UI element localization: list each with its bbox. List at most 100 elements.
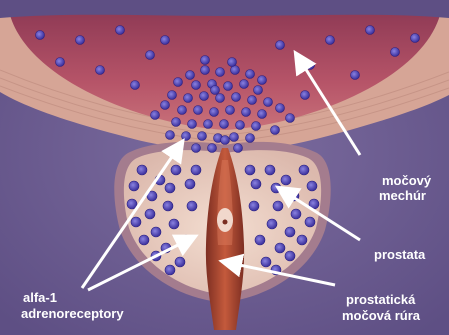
receptor-dot <box>245 165 255 175</box>
receptor-dot <box>351 71 360 80</box>
receptor-dot <box>252 122 261 131</box>
receptor-dot <box>187 201 197 211</box>
receptor-dot <box>200 92 209 101</box>
receptor-dot <box>165 265 175 275</box>
receptor-dot <box>204 120 213 129</box>
receptor-dot <box>285 227 295 237</box>
receptor-dot <box>146 51 155 60</box>
receptor-dot <box>192 144 201 153</box>
receptor-dot <box>172 118 181 127</box>
receptor-dot <box>208 144 217 153</box>
receptor-dot <box>264 98 273 107</box>
receptor-dot <box>234 144 243 153</box>
receptor-dot <box>201 66 210 75</box>
receptor-dot <box>246 70 255 79</box>
receptor-dot <box>255 235 265 245</box>
receptor-dot <box>191 165 201 175</box>
receptor-dot <box>276 41 285 50</box>
receptor-dot <box>96 66 105 75</box>
label-urethra-line1: prostatická <box>346 292 416 307</box>
receptor-dot <box>276 104 285 113</box>
receptor-dot <box>258 110 267 119</box>
receptor-dot <box>258 76 267 85</box>
receptor-dot <box>271 183 281 193</box>
receptor-dot <box>291 209 301 219</box>
receptor-dot <box>188 120 197 129</box>
label-bladder-line2: mechúr <box>379 188 426 203</box>
receptor-dot <box>242 108 251 117</box>
receptor-dot <box>165 183 175 193</box>
label-prostate: prostata <box>374 247 426 262</box>
receptor-dot <box>286 114 295 123</box>
receptor-dot <box>139 235 149 245</box>
receptor-dot <box>220 120 229 129</box>
receptor-dot <box>326 36 335 45</box>
receptor-dot <box>236 121 245 130</box>
receptor-dot <box>228 58 237 67</box>
receptor-dot <box>265 165 275 175</box>
receptor-dot <box>137 165 147 175</box>
receptor-dot <box>221 136 230 145</box>
receptor-dot <box>76 36 85 45</box>
receptor-dot <box>185 179 195 189</box>
receptor-dot <box>182 132 191 141</box>
receptor-dot <box>186 71 195 80</box>
receptor-dot <box>240 80 249 89</box>
receptor-dot <box>246 134 255 143</box>
receptor-dot <box>301 91 310 100</box>
receptor-dot <box>184 94 193 103</box>
receptor-dot <box>194 106 203 115</box>
receptor-dot <box>192 81 201 90</box>
receptor-dot <box>281 175 291 185</box>
receptor-dot <box>232 93 241 102</box>
receptor-dot <box>297 235 307 245</box>
receptor-dot <box>224 82 233 91</box>
receptor-dot <box>216 68 225 77</box>
receptor-dot <box>271 126 280 135</box>
receptor-dot <box>305 217 315 227</box>
receptor-dot <box>175 257 185 267</box>
receptor-dot <box>163 201 173 211</box>
receptor-dot <box>254 86 263 95</box>
receptor-dot <box>171 165 181 175</box>
receptor-dot <box>56 58 65 67</box>
receptor-dot <box>161 36 170 45</box>
receptor-dot <box>231 66 240 75</box>
receptor-dot <box>299 165 309 175</box>
receptor-dot <box>36 31 45 40</box>
receptor-dot <box>226 106 235 115</box>
receptor-dot <box>249 201 259 211</box>
label-bladder-line1: močový <box>382 173 432 188</box>
receptor-dot <box>366 26 375 35</box>
receptor-dot <box>161 101 170 110</box>
receptor-dot <box>168 91 177 100</box>
receptor-dot <box>210 108 219 117</box>
receptor-dot <box>411 34 420 43</box>
receptor-dot <box>251 179 261 189</box>
receptor-dot <box>248 96 257 105</box>
receptor-dot <box>198 132 207 141</box>
receptor-dot <box>145 209 155 219</box>
receptor-dot <box>131 217 141 227</box>
receptor-dot <box>116 26 125 35</box>
receptor-dot <box>273 201 283 211</box>
receptor-dot <box>201 56 210 65</box>
receptor-dot <box>307 181 317 191</box>
receptor-dot <box>285 251 295 261</box>
urethra-lumen-center <box>223 220 228 225</box>
label-urethra-line2: močová rúra <box>342 308 421 323</box>
receptor-dot <box>166 131 175 140</box>
label-receptors-line1: alfa-1 <box>23 290 57 305</box>
receptor-dot <box>174 78 183 87</box>
receptor-dot <box>261 257 271 267</box>
receptor-dot <box>216 94 225 103</box>
receptor-dot <box>129 181 139 191</box>
receptor-dot <box>275 243 285 253</box>
receptor-dot <box>267 219 277 229</box>
receptor-dot <box>230 133 239 142</box>
receptor-dot <box>211 86 220 95</box>
receptor-dot <box>151 227 161 237</box>
receptor-dot <box>178 106 187 115</box>
